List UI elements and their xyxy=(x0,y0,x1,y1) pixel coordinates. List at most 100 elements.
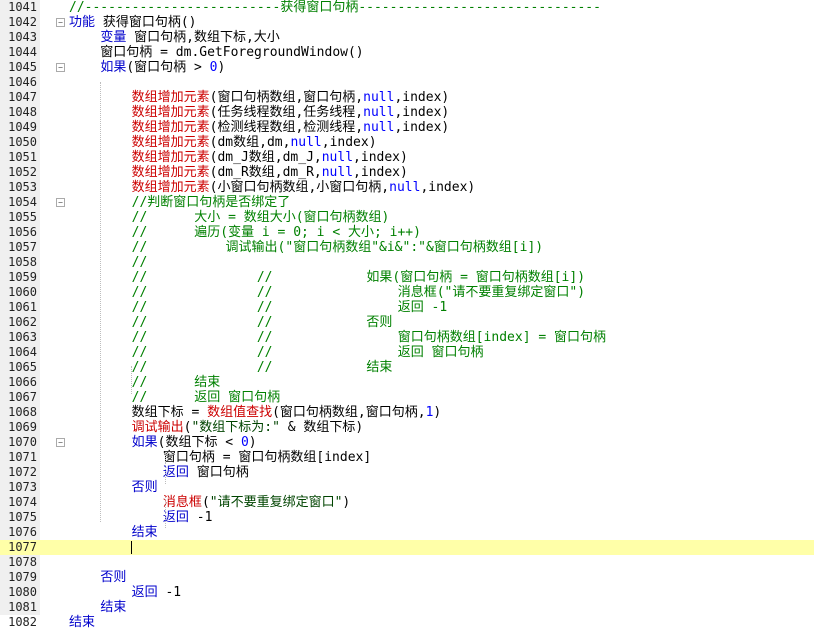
line-number: 1071 xyxy=(8,450,37,464)
code-line[interactable]: 1079 否则 xyxy=(0,570,814,585)
line-number: 1062 xyxy=(8,315,37,329)
fold-toggle-icon[interactable]: − xyxy=(56,63,65,72)
fold-toggle-icon[interactable]: − xyxy=(56,438,65,447)
code-line[interactable]: 1073 否则 xyxy=(0,480,814,495)
code-line[interactable]: 1057 // 调试输出("窗口句柄数组"&i&":"&窗口句柄数组[i]) xyxy=(0,240,814,255)
line-number: 1043 xyxy=(8,30,37,44)
token-indent xyxy=(69,30,100,45)
line-number: 1050 xyxy=(8,135,37,149)
token-keyword: 结束 xyxy=(69,615,96,630)
code-text: // 调试输出("窗口句柄数组"&i&":"&窗口句柄数组[i]) xyxy=(69,240,544,255)
line-number: 1076 xyxy=(8,525,37,539)
token-indent xyxy=(69,600,100,615)
token-number: 0 xyxy=(209,60,218,75)
code-line[interactable]: 1041//-------------------------获得窗口句柄---… xyxy=(0,0,814,15)
token-comment: // 调试输出("窗口句柄数组"&i&":"&窗口句柄数组[i]) xyxy=(131,240,544,255)
token-comment: //-------------------------获得窗口句柄-------… xyxy=(69,0,601,15)
line-number: 1052 xyxy=(8,165,37,179)
token-text: (数组下标 < xyxy=(157,435,241,450)
code-line[interactable]: 1045− 如果(窗口句柄 > 0) xyxy=(0,60,814,75)
token-text: 获得窗口句柄() xyxy=(102,15,197,30)
code-line[interactable]: 1048 数组增加元素(任务线程数组,任务线程,null,index) xyxy=(0,105,814,120)
code-line[interactable]: 1053 数组增加元素(小窗口句柄数组,小窗口句柄,null,index) xyxy=(0,180,814,195)
code-line[interactable]: 1050 数组增加元素(dm数组,dm,null,index) xyxy=(0,135,814,150)
fold-toggle-icon[interactable]: − xyxy=(56,18,65,27)
code-line[interactable]: 1081 结束 xyxy=(0,600,814,615)
code-text: 如果(数组下标 < 0) xyxy=(69,435,257,450)
token-keyword: 否则 xyxy=(131,480,158,495)
token-indent xyxy=(69,495,163,510)
line-number: 1051 xyxy=(8,150,37,164)
code-line[interactable]: 1055 // 大小 = 数组大小(窗口句柄数组) xyxy=(0,210,814,225)
code-text: //判断窗口句柄是否绑定了 xyxy=(69,195,291,210)
token-comment: // // 返回 窗口句柄 xyxy=(131,345,484,360)
code-line[interactable]: 1072 返回 窗口句柄 xyxy=(0,465,814,480)
token-text: (dm数组,dm, xyxy=(209,135,291,150)
code-line[interactable]: 1077 xyxy=(0,540,814,555)
code-text: 结束 xyxy=(69,525,158,540)
fold-margin xyxy=(40,0,58,615)
line-number: 1070 xyxy=(8,435,37,449)
token-text: ) xyxy=(433,405,442,420)
code-line[interactable]: 1071 窗口句柄 = 窗口句柄数组[index] xyxy=(0,450,814,465)
code-line[interactable]: 1047 数组增加元素(窗口句柄数组,窗口句柄,null,index) xyxy=(0,90,814,105)
code-line[interactable]: 1060 // // 消息框("请不要重复绑定窗口") xyxy=(0,285,814,300)
line-number: 1048 xyxy=(8,105,37,119)
code-line[interactable]: 1046 xyxy=(0,75,814,90)
token-string: "请不要重复绑定窗口" xyxy=(209,495,343,510)
code-line[interactable]: 1075 返回 -1 xyxy=(0,510,814,525)
code-line[interactable]: 1080 返回 -1 xyxy=(0,585,814,600)
line-number: 1046 xyxy=(8,75,37,89)
token-comment: // 返回 窗口句柄 xyxy=(131,390,281,405)
line-number: 1059 xyxy=(8,270,37,284)
code-line[interactable]: 1044 窗口句柄 = dm.GetForegroundWindow() xyxy=(0,45,814,60)
code-text: // // 返回 窗口句柄 xyxy=(69,345,484,360)
code-line[interactable]: 1061 // // 返回 -1 xyxy=(0,300,814,315)
code-line[interactable]: 1066 // 结束 xyxy=(0,375,814,390)
line-number: 1055 xyxy=(8,210,37,224)
code-line[interactable]: 1062 // // 否则 xyxy=(0,315,814,330)
code-text: 窗口句柄 = dm.GetForegroundWindow() xyxy=(69,45,363,60)
line-number: 1042 xyxy=(8,15,37,29)
code-line[interactable]: 1069 调试输出("数组下标为:" & 数组下标) xyxy=(0,420,814,435)
line-number: 1058 xyxy=(8,255,37,269)
code-text: // 结束 xyxy=(69,375,221,390)
token-text: (检测线程数组,检测线程, xyxy=(209,120,364,135)
code-line[interactable]: 1067 // 返回 窗口句柄 xyxy=(0,390,814,405)
code-line[interactable]: 1070 − 如果(数组下标 < 0) xyxy=(0,435,814,450)
code-line[interactable]: 1076 结束 xyxy=(0,525,814,540)
code-line[interactable]: 1074 消息框("请不要重复绑定窗口") xyxy=(0,495,814,510)
code-line[interactable]: 1054− //判断窗口句柄是否绑定了 xyxy=(0,195,814,210)
code-line[interactable]: 1063 // // 窗口句柄数组[index] = 窗口句柄 xyxy=(0,330,814,345)
indent-guide xyxy=(165,497,166,528)
code-line[interactable]: 1065 // // 结束 xyxy=(0,360,814,375)
line-number: 1078 xyxy=(8,555,37,569)
token-comment: // // 返回 -1 xyxy=(131,300,448,315)
token-function: 调试输出 xyxy=(131,420,184,435)
fold-toggle-icon[interactable]: − xyxy=(56,198,65,207)
code-text: // // 如果(窗口句柄 = 窗口句柄数组[i]) xyxy=(69,270,585,285)
token-text: 窗口句柄 xyxy=(196,465,249,480)
code-line[interactable]: 1059 // // 如果(窗口句柄 = 窗口句柄数组[i]) xyxy=(0,270,814,285)
code-line[interactable]: 1078 xyxy=(0,555,814,570)
token-text: (小窗口句柄数组,小窗口句柄, xyxy=(209,180,390,195)
code-text: 数组增加元素(dm_R数组,dm_R,null,index) xyxy=(69,165,408,180)
code-line[interactable]: 1049 数组增加元素(检测线程数组,检测线程,null,index) xyxy=(0,120,814,135)
code-line[interactable]: 1051 数组增加元素(dm_J数组,dm_J,null,index) xyxy=(0,150,814,165)
indent-guide xyxy=(131,366,132,394)
code-line[interactable]: 1064 // // 返回 窗口句柄 xyxy=(0,345,814,360)
code-line[interactable]: 1058 // xyxy=(0,255,814,270)
code-text: 数组增加元素(任务线程数组,任务线程,null,index) xyxy=(69,105,450,120)
code-line[interactable]: 1042−功能 获得窗口句柄() xyxy=(0,15,814,30)
code-text: // 遍历(变量 i = 0; i < 大小; i++) xyxy=(69,225,421,240)
token-indent xyxy=(69,60,100,75)
token-comment: // xyxy=(131,255,148,270)
code-line[interactable]: 1043 变量 窗口句柄,数组下标,大小 xyxy=(0,30,814,45)
code-line[interactable]: 1056 // 遍历(变量 i = 0; i < 大小; i++) xyxy=(0,225,814,240)
code-line[interactable]: 1068 数组下标 = 数组值查找(窗口句柄数组,窗口句柄,1) xyxy=(0,405,814,420)
token-function: 数组值查找 xyxy=(207,405,273,420)
code-line[interactable]: 1052 数组增加元素(dm_R数组,dm_R,null,index) xyxy=(0,165,814,180)
